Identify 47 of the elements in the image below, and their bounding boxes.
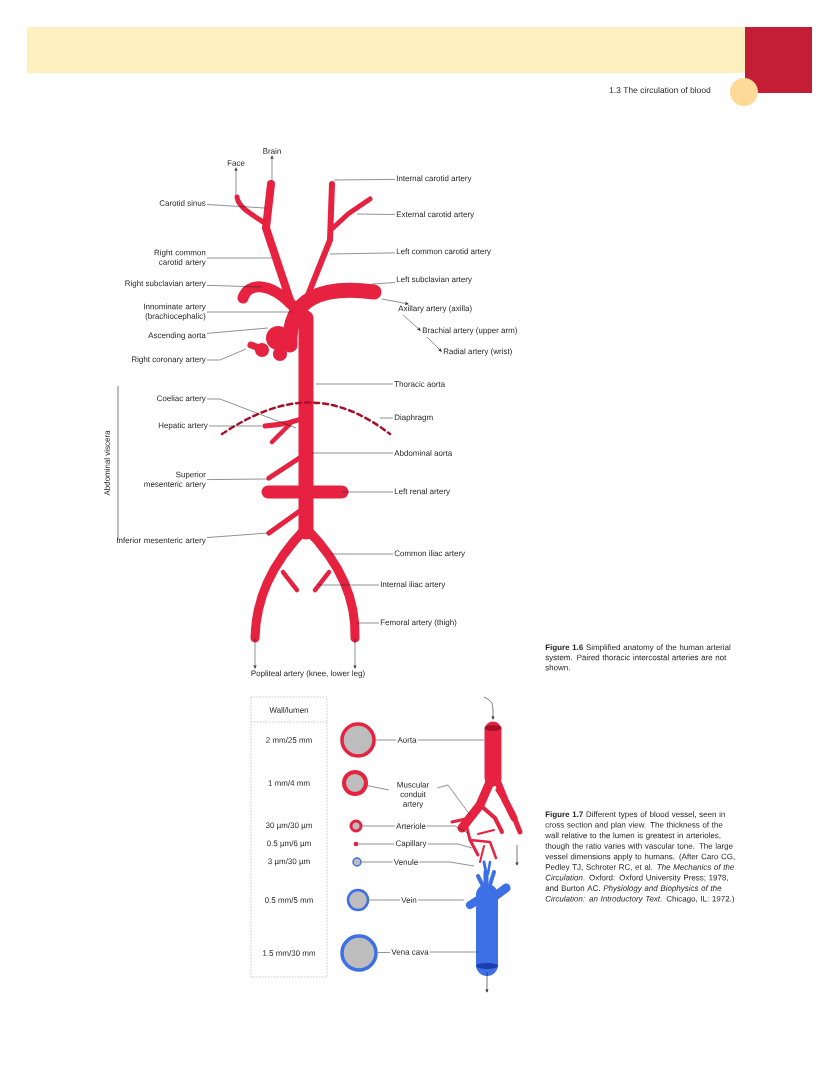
leader-line <box>417 739 485 741</box>
arrow <box>270 155 274 183</box>
running-header: 1.3 The circulation of blood <box>609 86 711 94</box>
leader-line <box>369 899 401 901</box>
leader-line <box>206 285 263 288</box>
leader-line <box>208 425 263 427</box>
leader-line <box>206 532 269 538</box>
leader-line <box>367 785 390 791</box>
leader-line <box>375 739 397 741</box>
leader-line <box>317 584 380 586</box>
leader-line <box>426 825 469 834</box>
leader-line <box>333 179 396 181</box>
cross-section-circle <box>342 770 368 796</box>
leader-line <box>429 951 479 953</box>
leader-line <box>315 383 394 385</box>
leader-line <box>361 861 393 863</box>
leader-line <box>436 784 471 816</box>
arrow <box>426 336 442 352</box>
leader-line <box>311 452 394 454</box>
cross-section-circle <box>346 888 370 912</box>
leader-line <box>371 282 396 285</box>
leader-line <box>356 213 396 215</box>
cross-section-circle <box>340 722 376 758</box>
leader-line <box>206 204 266 209</box>
leader-line <box>329 553 394 555</box>
leader-line <box>356 622 380 624</box>
cross-section-circle <box>340 934 378 972</box>
leader-line <box>329 252 396 255</box>
leader-line <box>206 348 247 361</box>
leader-line <box>427 843 473 849</box>
arrow <box>253 637 257 669</box>
arrow <box>353 637 357 669</box>
leader-line <box>417 899 465 901</box>
leader-line <box>206 398 297 429</box>
leader-line <box>206 257 273 259</box>
leader-line <box>341 491 394 493</box>
arrow <box>402 314 421 331</box>
arrow <box>381 298 409 305</box>
leader-line <box>379 417 394 419</box>
leader-line <box>358 843 395 845</box>
leader-line <box>206 478 269 480</box>
leader-line <box>377 952 391 953</box>
leader-line <box>206 327 269 334</box>
leader-line <box>206 311 293 313</box>
leader-line <box>419 861 475 867</box>
arrow <box>234 167 238 196</box>
leader-line <box>362 825 396 827</box>
